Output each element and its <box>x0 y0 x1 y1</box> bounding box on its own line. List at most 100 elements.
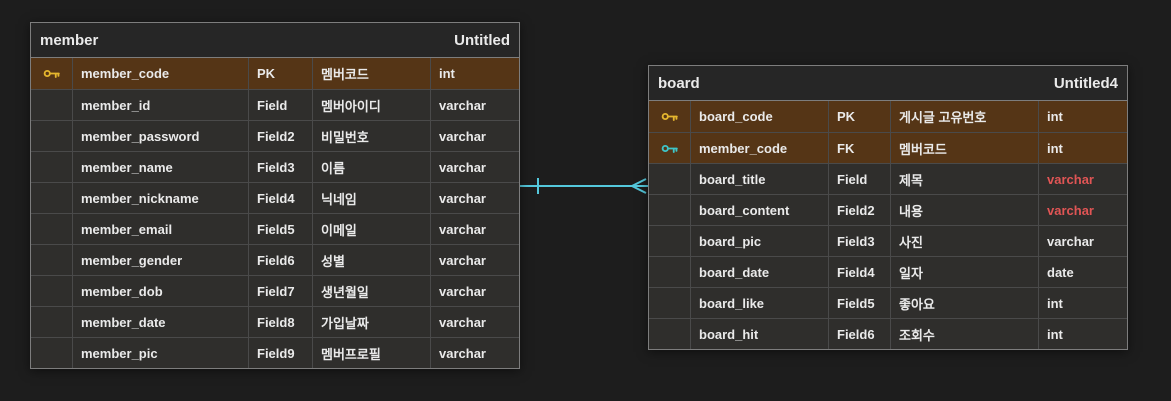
column-comment: 사진 <box>891 226 1039 256</box>
table-columns: board_code PK 게시글 고유번호 int member_code F… <box>649 101 1127 349</box>
column-comment: 닉네임 <box>313 183 431 213</box>
column-type: varchar <box>439 159 486 175</box>
column-name: board_hit <box>691 319 829 349</box>
column-comment: 멤버프로필 <box>313 338 431 368</box>
column-comment: 멤버코드 <box>313 58 431 89</box>
column-key: Field6 <box>249 245 313 275</box>
table-logical-title: Untitled <box>454 31 510 49</box>
column-type: int <box>1047 109 1063 124</box>
table-row[interactable]: member_gender Field6 성별 varchar <box>31 244 519 275</box>
column-type: int <box>1047 295 1063 311</box>
table-row[interactable]: board_pic Field3 사진 varchar <box>649 225 1127 256</box>
table-row[interactable]: member_password Field2 비밀번호 varchar <box>31 120 519 151</box>
column-key: Field5 <box>249 214 313 244</box>
column-type: date <box>1047 264 1074 280</box>
column-comment: 가입날짜 <box>313 307 431 337</box>
column-key: Field5 <box>829 288 891 318</box>
column-key: Field4 <box>829 257 891 287</box>
column-name: board_code <box>691 101 829 132</box>
table-logical-title: Untitled4 <box>1053 74 1118 92</box>
table-row[interactable]: board_hit Field6 조회수 int <box>649 318 1127 349</box>
column-comment: 이메일 <box>313 214 431 244</box>
column-key: Field2 <box>249 121 313 151</box>
table-row[interactable]: board_like Field5 좋아요 int <box>649 287 1127 318</box>
column-comment: 조회수 <box>891 319 1039 349</box>
column-comment: 이름 <box>313 152 431 182</box>
column-comment: 비밀번호 <box>313 121 431 151</box>
pk-key-icon <box>649 101 691 132</box>
table-columns: member_code PK 멤버코드 int member_id Field … <box>31 58 519 368</box>
table-row[interactable]: board_content Field2 내용 varchar <box>649 194 1127 225</box>
column-name: member_nickname <box>73 183 249 213</box>
column-name: board_content <box>691 195 829 225</box>
table-row[interactable]: board_code PK 게시글 고유번호 int <box>649 101 1127 132</box>
table-header[interactable]: board Untitled4 <box>649 66 1127 101</box>
column-name: member_code <box>73 58 249 89</box>
table-row[interactable]: board_date Field4 일자 date <box>649 256 1127 287</box>
column-comment: 생년월일 <box>313 276 431 306</box>
column-comment: 좋아요 <box>891 288 1039 318</box>
column-key: Field2 <box>829 195 891 225</box>
key-icon-cell <box>31 307 73 337</box>
table-row[interactable]: member_date Field8 가입날짜 varchar <box>31 306 519 337</box>
key-icon-cell <box>31 276 73 306</box>
column-type: varchar <box>439 190 486 206</box>
column-key: PK <box>829 101 891 132</box>
column-type: varchar <box>1047 202 1094 218</box>
column-key: Field6 <box>829 319 891 349</box>
table-row[interactable]: member_nickname Field4 닉네임 varchar <box>31 182 519 213</box>
column-comment: 멤버아이디 <box>313 90 431 120</box>
table-name: member <box>40 31 99 49</box>
key-icon-cell <box>31 90 73 120</box>
table-row[interactable]: member_id Field 멤버아이디 varchar <box>31 89 519 120</box>
column-key: Field3 <box>249 152 313 182</box>
key-icon-cell <box>649 195 691 225</box>
key-icon-cell <box>649 164 691 194</box>
column-type: int <box>439 66 455 81</box>
column-comment: 게시글 고유번호 <box>891 101 1039 132</box>
column-key: Field9 <box>249 338 313 368</box>
table-header[interactable]: member Untitled <box>31 23 519 58</box>
key-icon-cell <box>649 226 691 256</box>
table-board[interactable]: board Untitled4 board_code PK 게시글 고유번호 i… <box>648 65 1128 350</box>
column-name: member_pic <box>73 338 249 368</box>
column-name: member_code <box>691 133 829 163</box>
key-icon-cell <box>31 245 73 275</box>
column-name: member_dob <box>73 276 249 306</box>
table-row[interactable]: board_title Field 제목 varchar <box>649 163 1127 194</box>
key-icon-cell <box>31 183 73 213</box>
key-icon-cell <box>31 214 73 244</box>
column-key: PK <box>249 58 313 89</box>
column-name: board_title <box>691 164 829 194</box>
table-row[interactable]: member_email Field5 이메일 varchar <box>31 213 519 244</box>
pk-key-icon <box>31 58 73 89</box>
column-comment: 성별 <box>313 245 431 275</box>
column-name: board_pic <box>691 226 829 256</box>
column-name: board_date <box>691 257 829 287</box>
column-type: varchar <box>439 314 486 330</box>
table-row[interactable]: member_dob Field7 생년월일 varchar <box>31 275 519 306</box>
column-type: varchar <box>439 128 486 144</box>
column-comment: 멤버코드 <box>891 133 1039 163</box>
column-name: member_date <box>73 307 249 337</box>
column-name: member_gender <box>73 245 249 275</box>
column-type: varchar <box>1047 233 1094 249</box>
column-name: board_like <box>691 288 829 318</box>
table-row[interactable]: member_name Field3 이름 varchar <box>31 151 519 182</box>
key-icon-cell <box>31 152 73 182</box>
column-comment: 제목 <box>891 164 1039 194</box>
column-key: Field8 <box>249 307 313 337</box>
column-key: Field <box>829 164 891 194</box>
key-icon-cell <box>649 288 691 318</box>
column-name: member_email <box>73 214 249 244</box>
table-name: board <box>658 74 700 92</box>
column-comment: 일자 <box>891 257 1039 287</box>
table-row[interactable]: member_pic Field9 멤버프로필 varchar <box>31 337 519 368</box>
table-row[interactable]: member_code PK 멤버코드 int <box>31 58 519 89</box>
table-row[interactable]: member_code FK 멤버코드 int <box>649 132 1127 163</box>
column-key: Field <box>249 90 313 120</box>
table-member[interactable]: member Untitled member_code PK 멤버코드 int … <box>30 22 520 369</box>
key-icon-cell <box>649 319 691 349</box>
column-type: varchar <box>439 97 486 113</box>
